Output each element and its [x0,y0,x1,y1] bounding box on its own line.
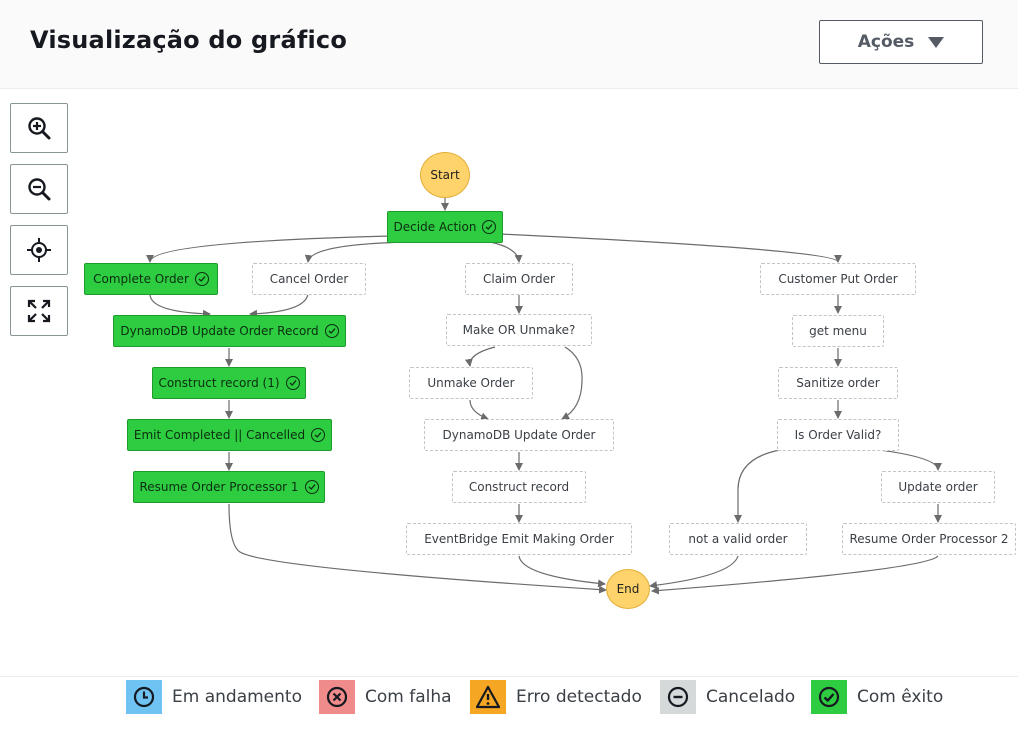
state-customer-put-order[interactable]: Customer Put Order [760,263,916,295]
zoom-out-button[interactable] [10,164,68,214]
check-circle-icon [304,480,319,494]
edge [149,293,211,318]
node-label: EventBridge Emit Making Order [424,532,614,546]
state-emit-completed-cancelled[interactable]: Emit Completed || Cancelled [127,419,332,451]
node-label: Cancel Order [269,272,349,286]
check-circle-icon [311,428,326,442]
center-button[interactable] [10,225,68,275]
edge [518,555,606,588]
node-label: Customer Put Order [778,272,898,286]
node-label: get menu [809,324,867,338]
edge [561,346,583,420]
node-label: Complete Order [93,272,189,286]
state-resume-order-processor-2[interactable]: Resume Order Processor 2 [842,523,1016,555]
state-complete-order[interactable]: Complete Order [84,263,218,295]
legend-label: Erro detectado [516,687,642,707]
state-machine-graph: Start End Decide Action Complete Order C… [0,90,1018,670]
legend-label: Com falha [365,687,452,707]
legend-label: Em andamento [172,687,302,707]
legend-divider [0,676,1018,677]
node-label: Resume Order Processor 2 [849,532,1009,546]
zoom-in-icon [28,117,51,140]
end-node[interactable]: End [606,569,650,609]
actions-button[interactable]: Ações [819,20,983,64]
legend-label: Com êxito [857,687,944,707]
page-title: Visualização do gráfico [30,26,348,54]
edge [734,449,781,523]
legend-item-failed: Com falha [319,680,452,714]
edge [304,241,411,263]
edge [499,233,842,263]
fit-screen-icon [27,299,51,323]
state-construct-record-1[interactable]: Construct record (1) [152,367,306,399]
check-circle-icon [482,220,497,234]
node-label: Decide Action [393,220,477,234]
node-label: Unmake Order [427,376,515,390]
start-node[interactable]: Start [420,152,470,198]
state-sanitize-order[interactable]: Sanitize order [778,367,898,399]
caret-down-icon [928,36,945,48]
center-icon [27,238,51,262]
edge [651,555,939,595]
legend-item-caught-error: Erro detectado [470,680,642,714]
edge [464,346,496,367]
fit-screen-button[interactable] [10,286,68,336]
warning-icon [470,680,506,714]
state-dynamodb-update-order-record[interactable]: DynamoDB Update Order Record [113,315,346,347]
edge [469,399,489,421]
legend-label: Cancelado [706,687,796,707]
state-make-or-unmake[interactable]: Make OR Unmake? [446,314,592,346]
graph-edges [146,198,942,595]
check-circle-icon [285,376,300,390]
state-construct-record[interactable]: Construct record [452,471,586,503]
page-header: Visualização do gráfico Ações [0,0,1018,89]
state-is-order-valid[interactable]: Is Order Valid? [777,419,899,451]
node-label: Make OR Unmake? [462,323,576,337]
edge [228,503,607,594]
legend-item-succeeded: Com êxito [811,680,943,714]
node-label: Is Order Valid? [794,428,882,442]
node-label: not a valid order [688,532,788,546]
edge [489,241,523,263]
node-label: Resume Order Processor 1 [139,480,299,494]
node-label: Claim Order [482,272,555,286]
check-circle-icon [194,272,209,286]
state-dynamodb-update-order[interactable]: DynamoDB Update Order [424,419,614,451]
status-legend: Em andamento Com falha Erro detectado Ca… [0,680,1018,714]
node-label: Construct record (1) [158,376,280,390]
legend-item-cancelled: Cancelado [660,680,795,714]
node-label: DynamoDB Update Order Record [120,324,319,338]
node-label: Update order [898,480,978,494]
x-circle-icon [319,680,355,714]
state-decide-action[interactable]: Decide Action [387,211,503,243]
actions-button-label: Ações [857,32,915,52]
clock-icon [126,680,162,714]
state-update-order[interactable]: Update order [881,471,995,503]
node-label: DynamoDB Update Order [442,428,596,442]
node-label: Emit Completed || Cancelled [133,428,306,442]
node-label: Sanitize order [796,376,880,390]
zoom-out-icon [28,178,51,201]
zoom-in-button[interactable] [10,103,68,153]
check-circle-icon [811,680,847,714]
edge [879,449,942,471]
node-label: End [616,582,640,596]
node-label: Construct record [468,480,570,494]
state-claim-order[interactable]: Claim Order [465,263,573,295]
check-circle-icon [324,324,339,338]
node-label: Start [430,168,460,182]
edge [249,293,309,318]
state-resume-order-processor-1[interactable]: Resume Order Processor 1 [133,471,325,503]
state-get-menu[interactable]: get menu [792,315,884,347]
state-unmake-order[interactable]: Unmake Order [409,367,533,399]
edge [649,555,739,590]
state-cancel-order[interactable]: Cancel Order [252,263,366,295]
state-not-a-valid-order[interactable]: not a valid order [669,523,807,555]
legend-item-in-progress: Em andamento [126,680,302,714]
edge [146,235,393,263]
minus-circle-icon [660,680,696,714]
state-eventbridge-emit-making-order[interactable]: EventBridge Emit Making Order [406,523,632,555]
